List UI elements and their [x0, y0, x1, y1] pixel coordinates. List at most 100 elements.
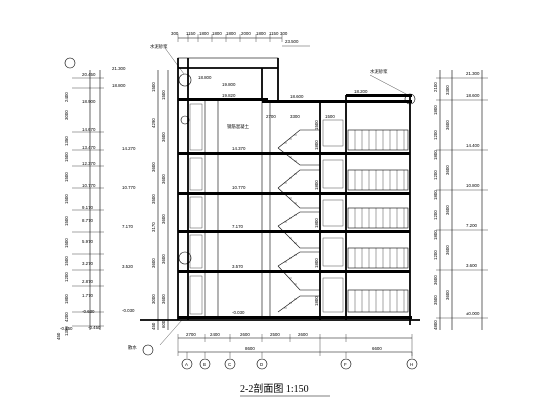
- right-total-0: 3300: [445, 85, 450, 95]
- top-dim-right: 23.500: [285, 39, 299, 44]
- detail-circle-right: [404, 93, 416, 105]
- inner2-dim-1: 3600: [161, 132, 166, 142]
- center-level-4: 3.570: [232, 264, 244, 269]
- left-elev-13: -0.450: [88, 325, 101, 330]
- inner-dim-5: 3600: [151, 258, 156, 268]
- left-dim-1: 3000: [64, 110, 69, 120]
- axis-label-a: A: [185, 362, 188, 367]
- inner-dim-2: 3600: [151, 162, 156, 172]
- right-elev-5: 3.600: [466, 263, 478, 268]
- bottom-left-dim: 450: [56, 332, 61, 340]
- inner-dim-3: 3500: [151, 194, 156, 204]
- callout-top-right: 水泥砂浆: [370, 68, 388, 75]
- axis-circle-c: [224, 358, 236, 370]
- stair-windows: [322, 119, 344, 313]
- detail-circle-upper: [180, 115, 190, 125]
- left-elev-10: 2.870: [82, 279, 94, 284]
- right-dim-3: 1800: [433, 150, 438, 160]
- left-inner-ruler: 21.300 18.800 1500 4290 3600 3500 3170 3…: [112, 66, 169, 330]
- stair-vdim-4: 1800: [314, 296, 319, 306]
- left-level-0: 19.820: [222, 93, 236, 98]
- left-dim-4: 1500: [64, 172, 69, 182]
- left-elev-1: 18.900: [82, 99, 96, 104]
- axis-label-f: F: [344, 362, 347, 367]
- left-elev-8: 5.970: [82, 239, 94, 244]
- stair-dim-1: 3300: [290, 114, 300, 119]
- center-level-2: 10.770: [232, 185, 246, 190]
- right-dim-11: 4800: [433, 320, 438, 330]
- left-elev-5: 10.770: [82, 183, 96, 188]
- axis-label-c: C: [228, 362, 231, 367]
- top-dim-3: 1800: [212, 31, 222, 36]
- axis-label-b: B: [203, 362, 206, 367]
- upper-level-0: 19.800: [222, 82, 236, 87]
- left-dim-9: 1200: [64, 272, 69, 282]
- drawing-title: 2-2剖面图 1:150: [240, 382, 330, 397]
- inner2-dim-5: 3600: [161, 294, 166, 304]
- right-elev-0: 21.300: [466, 71, 480, 76]
- left-dim-10: 1800: [64, 294, 69, 304]
- right-total-1: 3600: [445, 120, 450, 130]
- right-total-5: 3600: [445, 290, 450, 300]
- left-elev-7: 8.770: [82, 218, 94, 223]
- top-dimension-chain: 300 1150 1800 1800 1800 2000 1800 1150 3…: [171, 31, 310, 47]
- center-level-1: 14.370: [232, 146, 246, 151]
- left-dim-5: 1500: [64, 194, 69, 204]
- top-dim-2: 1800: [199, 31, 209, 36]
- axis-label-d: D: [260, 362, 263, 367]
- left-level-2: 10.770: [122, 185, 136, 190]
- left-dim-2: 1350: [64, 136, 69, 146]
- left-elevation-ruler: 20.450 18.900 14.670 13.470 12.370 10.77…: [64, 70, 104, 336]
- right-dim-2: 1200: [433, 130, 438, 140]
- right-total-3: 3600: [445, 205, 450, 215]
- right-total-2: 3600: [445, 165, 450, 175]
- stair-vdim-2: 1800: [314, 218, 319, 228]
- inner2-dim-4: 3600: [161, 254, 166, 264]
- window-floor-2: [347, 247, 409, 269]
- left-dim-7: 1500: [64, 238, 69, 248]
- left-level-5: -0.030: [122, 308, 135, 313]
- right-dim-7: 1800: [433, 230, 438, 240]
- stair-dim-2: 1500: [325, 114, 335, 119]
- stair-vdim-5: 1500: [314, 120, 319, 130]
- right-elev-4: 7.200: [466, 223, 478, 228]
- detail-circle-mid: [178, 251, 192, 265]
- left-elev-11: 1.770: [82, 293, 94, 298]
- left-dim-3: 1500: [64, 152, 69, 162]
- left-elev-9: 3.270: [82, 261, 94, 266]
- top-dim-8: 300: [280, 31, 288, 36]
- center-level-3: 7.170: [232, 224, 244, 229]
- top-dim-0: 300: [171, 31, 179, 36]
- inner2-dim-2: 3600: [161, 174, 166, 184]
- inner-dim-0: 1500: [151, 82, 156, 92]
- right-dim-8: 1200: [433, 250, 438, 260]
- inner-dim-6: 3000: [151, 294, 156, 304]
- callout-bottom: 散水: [128, 344, 137, 351]
- left-elev-12: -0.630: [82, 309, 95, 314]
- right-dim-1: 1800: [433, 105, 438, 115]
- roof-level-0: 21.300: [112, 66, 126, 71]
- right-dim-6: 1200: [433, 210, 438, 220]
- right-elev-1: 18.600: [466, 93, 480, 98]
- axis-circle-b: [199, 358, 211, 370]
- left-elev-2: 14.670: [82, 127, 96, 132]
- right-elev-3: 10.800: [466, 183, 480, 188]
- right-dim-5: 1800: [433, 190, 438, 200]
- upper-level-2: 18.200: [354, 89, 368, 94]
- left-elev-4: 12.370: [82, 161, 96, 166]
- left-elev-3: 13.470: [82, 145, 96, 150]
- bottom-dim-1: 2400: [210, 332, 220, 337]
- top-dim-6: 1800: [256, 31, 266, 36]
- top-dim-7: 1150: [269, 31, 279, 36]
- bottom-left-elev: -0.450: [60, 326, 73, 331]
- window-floor-3: [347, 207, 409, 229]
- inner2-dim-6: 600: [161, 320, 166, 328]
- left-dim-0: 2400: [64, 92, 69, 102]
- left-elev-0: 20.450: [82, 72, 96, 77]
- left-dim-11: 4200: [64, 312, 69, 322]
- left-dim-8: 1500: [64, 256, 69, 266]
- right-elev-2: 14.400: [466, 143, 480, 148]
- left-level-1: 14.270: [122, 146, 136, 151]
- stair-vdim-3: 1800: [314, 258, 319, 268]
